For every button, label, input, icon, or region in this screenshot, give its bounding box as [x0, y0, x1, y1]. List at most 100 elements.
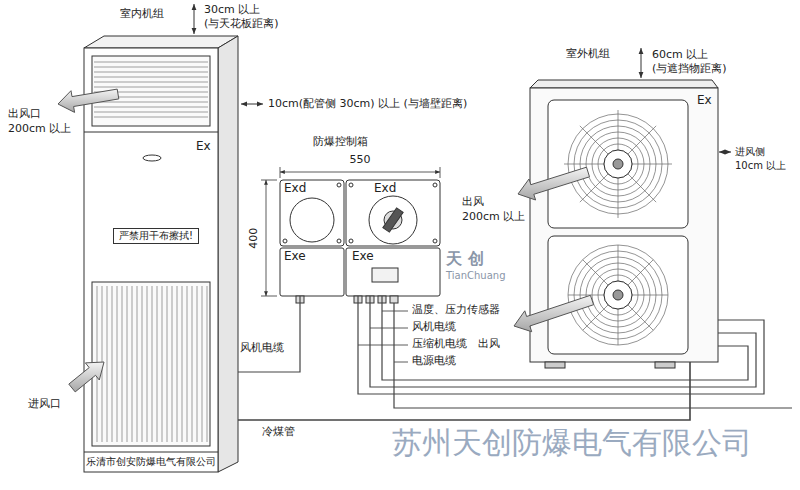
company-band: 乐清市创安防爆电气有限公司 — [84, 452, 218, 472]
housing-top — [530, 80, 718, 88]
guard-spoke — [628, 126, 656, 154]
grille-slats — [97, 286, 207, 442]
cable — [382, 296, 748, 380]
grille-slot — [147, 286, 148, 442]
grille-slat — [94, 87, 208, 88]
extension-line — [440, 167, 441, 178]
warning-text: 严禁用干布擦拭! — [119, 230, 193, 242]
box-title: 防爆控制箱 — [313, 136, 368, 149]
airflow-arrow — [518, 167, 590, 200]
maker-name: 乐清市创安防爆电气有限公司 — [86, 452, 216, 472]
fan-frame — [548, 100, 688, 228]
grille-slot — [197, 286, 198, 442]
airflow-arrow — [69, 362, 104, 392]
grille-slats — [94, 62, 208, 117]
outdoor-unit-housing — [530, 80, 718, 368]
ex-mark: Ex — [196, 140, 211, 154]
leader-line — [394, 362, 408, 363]
grille-slat — [94, 117, 208, 118]
guard-spoke — [618, 245, 619, 281]
grille-slot — [182, 286, 183, 442]
cable-gland — [390, 296, 398, 303]
grille-slot — [112, 286, 113, 442]
guard-ring — [604, 150, 632, 178]
clearance-text: 10cm(配管侧 30cm) 以上 (与墙壁距离) — [268, 98, 467, 111]
grille-slat — [94, 67, 208, 68]
clearance-arrow — [241, 104, 263, 105]
protection-mark: Exd — [284, 182, 306, 196]
switch-handle — [383, 208, 403, 232]
airflow-label: 出风 — [478, 338, 500, 351]
fan-guard — [568, 245, 668, 345]
exd-compartment: Exd — [346, 180, 440, 246]
logo-badge — [143, 155, 161, 161]
fan-hub-center — [613, 290, 623, 300]
extension-line — [261, 180, 277, 181]
housing-side — [218, 36, 238, 472]
leader-line — [382, 311, 408, 312]
dimension-line — [280, 172, 440, 173]
leader-line — [370, 328, 408, 329]
bolt — [337, 183, 341, 187]
dimension-value: 400 — [248, 227, 261, 248]
watermark: 苏州天创防爆电气有限公司 — [392, 426, 752, 461]
fan-hub — [604, 281, 632, 309]
exe-compartment: Exe — [346, 248, 440, 296]
bolt — [283, 239, 287, 243]
unit-foot — [545, 362, 565, 368]
clearance-text: 10cm 以上 — [735, 160, 786, 172]
airflow-arrow — [514, 295, 594, 331]
leader-line — [358, 345, 408, 346]
airflow-arrow — [58, 89, 119, 112]
clearance-text: 200cm 以上 — [462, 211, 525, 224]
warning-sign: 严禁用干布擦拭! — [113, 228, 199, 244]
indoor-unit: 室内机组Ex严禁用干布擦拭!乐清市创安防爆电气有限公司 — [84, 36, 238, 472]
grille-slot — [137, 286, 138, 442]
control-box-housing — [280, 180, 440, 303]
clearance-text: 30cm 以上 — [204, 4, 260, 17]
airflow-label: 进风侧 — [735, 146, 765, 158]
guard-spoke — [628, 305, 653, 330]
dimension-line — [266, 180, 267, 296]
exd-enclosure — [346, 180, 440, 246]
bolt — [349, 239, 353, 243]
outdoor-unit: 室外机组Ex — [530, 88, 718, 362]
airflow-label: 出风 — [462, 196, 484, 209]
grille-slot — [202, 286, 203, 442]
unit-title: 室内机组 — [120, 8, 164, 21]
housing-top — [84, 36, 238, 48]
guard-spoke — [583, 305, 608, 330]
grille-slot — [107, 286, 108, 442]
grille-slat — [94, 82, 208, 83]
unit-title: 室外机组 — [566, 48, 610, 61]
logo-watermark: TianChuang — [446, 270, 506, 282]
protection-mark: Exe — [352, 250, 374, 264]
guard-spoke — [568, 295, 604, 296]
protection-mark: Exd — [374, 182, 396, 196]
grille-slot — [152, 286, 153, 442]
grille-slot — [132, 286, 133, 442]
clearance-note: (与遮挡物距离) — [652, 63, 727, 76]
grille-slot — [122, 286, 123, 442]
grille-slat — [94, 102, 208, 103]
exe-enclosure — [280, 248, 344, 296]
logo-watermark: 天 创 — [446, 250, 484, 268]
cable-label: 电源电缆 — [412, 355, 456, 368]
guard-spoke — [632, 164, 672, 165]
pipe-label: 冷煤管 — [262, 426, 295, 439]
cable — [370, 296, 756, 387]
fan-hub-center — [613, 159, 623, 169]
protection-mark: Exe — [284, 250, 306, 264]
exd-compartment: Exd — [280, 180, 344, 246]
grille-slot — [157, 286, 158, 442]
grille-slot — [162, 286, 163, 442]
exd-cover — [290, 198, 334, 242]
cable-label: 温度、压力传感器 — [412, 304, 500, 317]
dimension-value: 550 — [350, 154, 371, 167]
control-box: 防爆控制箱ExdExdExeExe — [280, 180, 440, 296]
exd-cover — [369, 196, 417, 244]
grille-slat — [94, 112, 208, 113]
fan-hub — [604, 150, 632, 178]
extension-line — [261, 296, 277, 297]
